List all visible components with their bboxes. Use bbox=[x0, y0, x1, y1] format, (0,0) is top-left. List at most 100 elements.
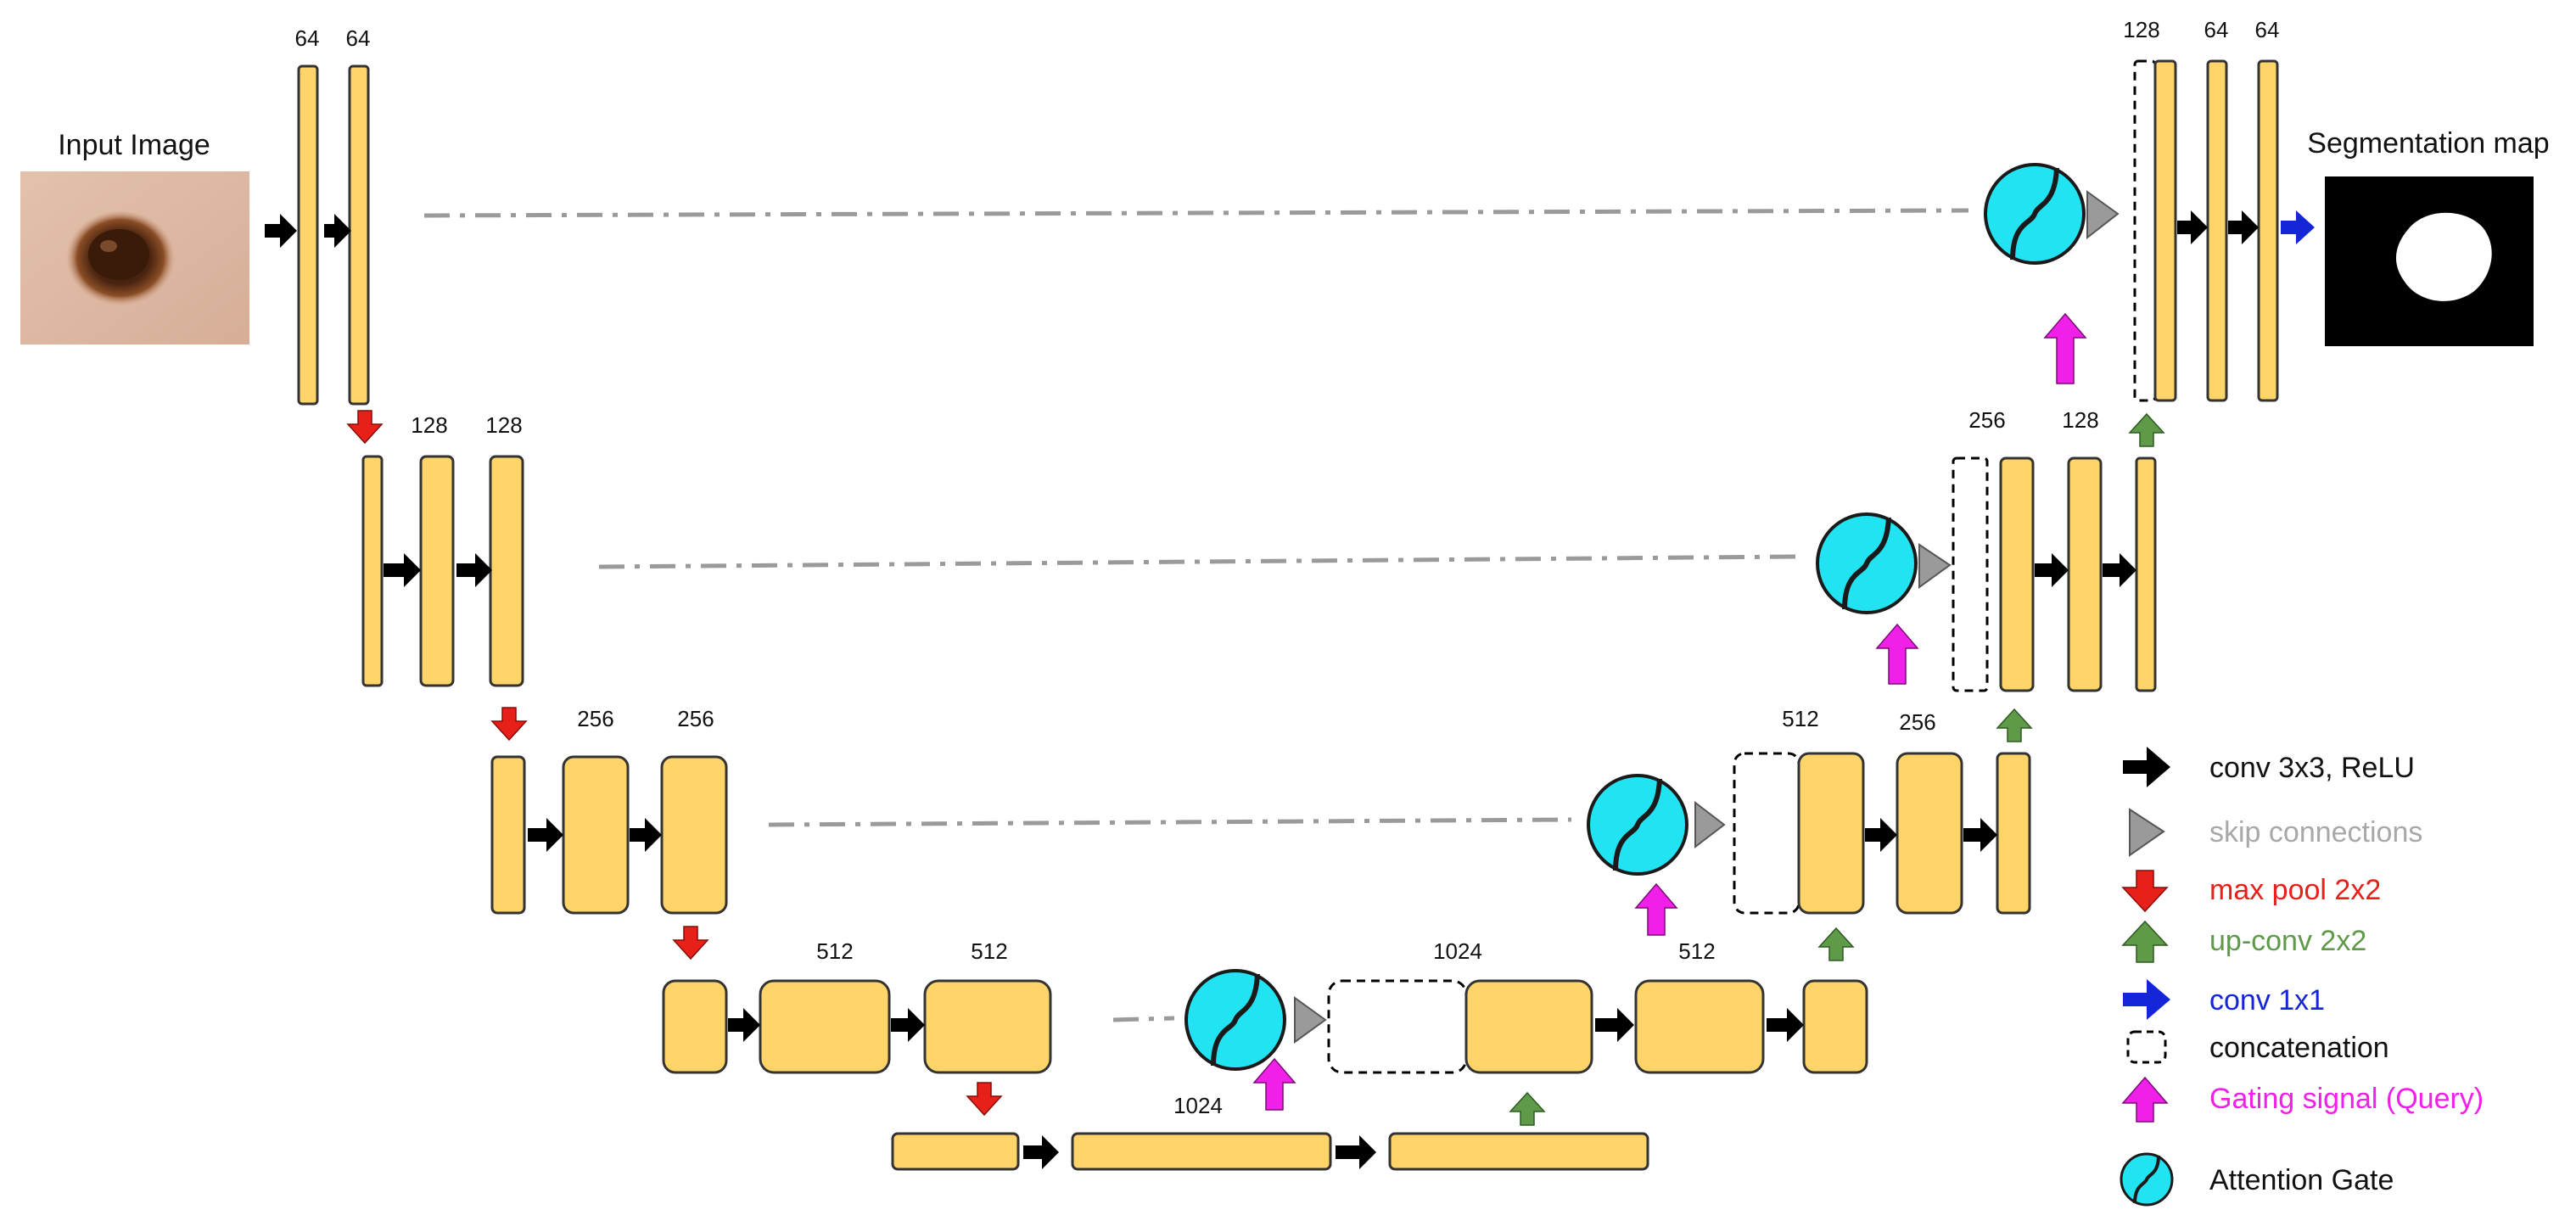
conv-arrow-icon bbox=[630, 818, 662, 852]
legend-item-upconv: up-conv 2x2 bbox=[2121, 920, 2366, 963]
concat-box-level-1 bbox=[2133, 59, 2157, 402]
block-dec3-b bbox=[1896, 752, 1963, 915]
block-enc1-b bbox=[348, 64, 370, 406]
conv1x1-arrow-icon bbox=[2281, 210, 2315, 244]
conv-arrow-icon bbox=[891, 1008, 925, 1042]
skip-line-level-3 bbox=[768, 817, 1572, 827]
concat-box-level-4 bbox=[1327, 979, 1468, 1074]
segmentation-map-title: Segmentation map bbox=[2307, 127, 2549, 160]
upconv-arrow-icon bbox=[1996, 708, 2033, 742]
block-enc3-b bbox=[660, 755, 728, 915]
concatenation-boxes bbox=[1327, 59, 2157, 1074]
concat-box-icon bbox=[2126, 1030, 2167, 1064]
legend-conv-label: conv 3x3, ReLU bbox=[2209, 752, 2415, 784]
label-enc2-a: 128 bbox=[411, 412, 447, 438]
label-enc3-a: 256 bbox=[577, 706, 613, 731]
legend-item-conv: conv 3x3, ReLU bbox=[2123, 747, 2415, 787]
legend-item-concat: concatenation bbox=[2126, 1030, 2389, 1064]
label-enc2-b: 128 bbox=[485, 412, 522, 438]
upconv-arrow-icon bbox=[2128, 412, 2165, 447]
gating-arrows bbox=[1252, 312, 2087, 1111]
conv-arrow-icon bbox=[265, 214, 297, 248]
legend-item-attention: Attention Gate bbox=[2120, 1152, 2394, 1207]
label-enc1-b: 64 bbox=[346, 25, 371, 51]
feature-size-labels: 64 64 128 128 256 256 512 512 1024 1024 … bbox=[295, 17, 2280, 1118]
segmentation-map-image bbox=[2325, 176, 2534, 346]
conv-arrows bbox=[265, 210, 2259, 1169]
maxpool-arrow-icon bbox=[966, 1082, 1003, 1117]
block-dec4-up bbox=[1802, 979, 1868, 1074]
block-enc4-a bbox=[759, 979, 891, 1074]
block-enc3-a bbox=[562, 755, 630, 915]
block-enc4-pool bbox=[662, 979, 728, 1074]
conv-arrow-icon bbox=[1865, 818, 1897, 852]
label-dec2-concat: 256 bbox=[1968, 407, 2005, 433]
block-dec1-b bbox=[2257, 59, 2279, 402]
concat-box-level-2 bbox=[1952, 456, 1989, 692]
label-dec4-up: 512 bbox=[1678, 938, 1715, 964]
block-bottleneck-a bbox=[1071, 1132, 1332, 1171]
label-dec4-concat: 1024 bbox=[1433, 938, 1482, 964]
block-dec1-a bbox=[2206, 59, 2228, 402]
conv-arrow-icon bbox=[728, 1008, 760, 1042]
conv-arrow-icon bbox=[2103, 553, 2136, 587]
gating-arrow-icon bbox=[1252, 1057, 1296, 1111]
upconv-arrow-icon bbox=[1817, 927, 1855, 961]
maxpool-arrow-icon bbox=[490, 707, 528, 742]
conv-arrow-icon bbox=[456, 553, 492, 587]
block-enc4-b bbox=[923, 979, 1052, 1074]
label-dec3-up: 256 bbox=[1899, 709, 1935, 735]
legend-gating-label: Gating signal (Query) bbox=[2209, 1083, 2484, 1115]
skip-line-level-2 bbox=[598, 554, 1800, 569]
label-dec1-concat: 128 bbox=[2123, 17, 2159, 42]
skip-triangle-icon bbox=[1918, 543, 1952, 589]
conv-arrow-icon bbox=[1336, 1135, 1376, 1169]
conv-arrow-icon bbox=[384, 553, 421, 587]
block-dec3-up bbox=[1996, 752, 2031, 915]
attention-gate-icon bbox=[1184, 969, 1286, 1071]
block-dec2-b bbox=[2067, 456, 2103, 692]
skip-triangle-icon bbox=[2086, 190, 2120, 240]
gating-arrow-icon bbox=[2121, 1076, 2169, 1123]
label-enc4-b: 512 bbox=[971, 938, 1007, 964]
conv-arrow-icon bbox=[1767, 1008, 1804, 1042]
legend-maxpool-label: max pool 2x2 bbox=[2209, 874, 2381, 906]
conv1x1-arrow-icon bbox=[2123, 979, 2170, 1020]
gating-arrow-icon bbox=[1634, 882, 1678, 936]
legend-item-conv1x1: conv 1x1 bbox=[2123, 979, 2325, 1020]
maxpool-arrows bbox=[346, 410, 1003, 1117]
skip-triangle-icon bbox=[1694, 800, 1726, 849]
skip-line-level-4 bbox=[1112, 1016, 1175, 1022]
conv-arrow-icon bbox=[1963, 818, 1997, 852]
skip-triangle-icon bbox=[1294, 996, 1327, 1044]
block-enc2-b bbox=[489, 455, 524, 687]
conv-arrow-icon bbox=[2123, 747, 2170, 787]
legend-concat-label: concatenation bbox=[2209, 1032, 2389, 1064]
attention-gates bbox=[1184, 163, 2086, 1071]
legend: conv 3x3, ReLU skip connections max pool… bbox=[2120, 747, 2484, 1207]
block-dec3-a bbox=[1797, 752, 1865, 915]
maxpool-arrow-icon bbox=[346, 410, 384, 445]
label-bottleneck: 1024 bbox=[1173, 1093, 1223, 1118]
block-bottleneck-pool bbox=[891, 1132, 1020, 1171]
conv-arrow-icon bbox=[1595, 1008, 1634, 1042]
attention-gate-icon bbox=[1816, 512, 1918, 614]
upconv-arrow-icon bbox=[1509, 1091, 1546, 1126]
upconv-arrow-icon bbox=[2121, 920, 2169, 963]
skip-line-level-1 bbox=[423, 208, 1969, 218]
gating-arrow-icon bbox=[2043, 312, 2087, 384]
gating-arrow-icon bbox=[1875, 623, 1919, 685]
conv-arrow-icon bbox=[2228, 210, 2259, 244]
legend-skip-label: skip connections bbox=[2209, 816, 2422, 848]
input-image bbox=[20, 171, 249, 344]
legend-upconv-label: up-conv 2x2 bbox=[2209, 925, 2366, 957]
label-dec1-a: 64 bbox=[2204, 17, 2229, 42]
block-enc1-a bbox=[297, 64, 319, 406]
label-enc3-b: 256 bbox=[677, 706, 714, 731]
concat-box-level-3 bbox=[1733, 752, 1800, 915]
block-bottleneck-b bbox=[1388, 1132, 1649, 1171]
maxpool-arrow-icon bbox=[672, 926, 709, 960]
block-dec4-b bbox=[1634, 979, 1765, 1074]
label-dec3-concat: 512 bbox=[1782, 706, 1818, 731]
